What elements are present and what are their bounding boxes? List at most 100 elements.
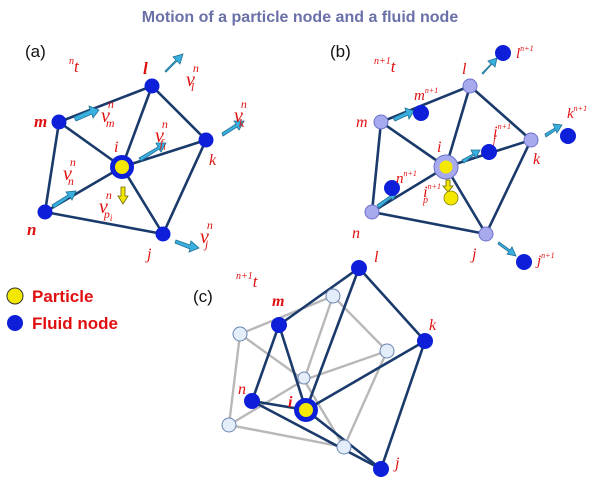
panel-b: (b) n+1t <box>330 42 587 270</box>
label-b-k: k <box>533 151 541 168</box>
fluid-node-b-n <box>364 204 380 220</box>
legend-fluid-node-label: Fluid node <box>32 314 118 333</box>
old-node-n <box>221 417 237 433</box>
fluid-node-b-m-new <box>413 105 429 121</box>
label-b-j-new: jn+1 <box>535 251 555 269</box>
old-node-l <box>325 288 341 304</box>
fluid-node-k <box>198 132 214 148</box>
yellow-circle-icon <box>6 287 24 305</box>
label-b-l-new: ln+1 <box>516 44 534 62</box>
velocity-arrow-l <box>164 53 184 73</box>
fluid-node-b-j <box>478 226 494 242</box>
edge-i-m <box>58 120 123 169</box>
edge-i-j <box>120 166 165 235</box>
old-edge-i-l <box>302 295 335 381</box>
fluid-node-b-j-new <box>516 254 532 270</box>
label-c-i: i <box>288 394 293 411</box>
velocity-arrow-b-k <box>544 123 563 138</box>
fluid-node-c-n <box>244 393 260 409</box>
new-outer-edges <box>250 266 427 471</box>
fluid-node-n <box>37 204 53 220</box>
diagram-title: Motion of a particle node and a fluid no… <box>142 9 459 26</box>
fluid-node-m <box>51 114 67 130</box>
label-n: n <box>27 220 36 239</box>
fluid-node-c-j <box>373 461 389 477</box>
panel-b-velocity-arrows <box>376 57 563 257</box>
label-c-n: n <box>238 381 246 398</box>
fluid-node-l <box>144 78 160 94</box>
label-c-l: l <box>374 249 379 266</box>
old-outer-edges <box>227 294 389 449</box>
velocity-arrow-b-particle <box>442 179 454 193</box>
velocity-arrow-m <box>73 105 100 122</box>
new-edge-i-j <box>305 408 382 471</box>
fluid-node-c-k <box>417 333 433 349</box>
panel-a-velocity-arrows <box>51 53 245 253</box>
label-k: k <box>209 152 217 169</box>
velocity-arrow-j <box>174 239 200 253</box>
edge-b-i-m <box>380 120 447 169</box>
new-edge-i-k <box>305 339 426 412</box>
panel-a-outer-edges <box>43 84 208 236</box>
label-b-k-new: kn+1 <box>567 104 587 122</box>
velocity-arrow-n <box>51 190 77 209</box>
panel-a-mesh <box>43 84 208 236</box>
label-b-m: m <box>356 114 368 131</box>
label-b-n-new: nn+1 <box>396 169 417 187</box>
panel-c-time: n+1t <box>236 271 259 291</box>
old-node-m <box>232 326 248 342</box>
fluid-node-b-l-new <box>495 45 511 61</box>
velocity-arrow-b-m <box>392 107 415 122</box>
label-c-k: k <box>429 317 437 334</box>
label-c-m: m <box>272 293 284 310</box>
panel-c-old-mesh <box>227 294 389 449</box>
fluid-node-b-k <box>523 132 539 148</box>
panel-a-label: (a) <box>25 42 46 61</box>
blue-circle-icon <box>7 315 23 331</box>
old-node-i <box>297 371 311 385</box>
velocity-arrow-particle <box>117 186 129 205</box>
legend-particle-label: Particle <box>32 287 93 306</box>
particle-c-i <box>299 403 313 417</box>
edge-i-k <box>121 138 207 169</box>
old-node-j <box>336 439 352 455</box>
label-b-j: j <box>470 246 477 263</box>
fluid-node-b-l <box>462 78 478 94</box>
label-c-j: j <box>393 455 400 472</box>
label-i: i <box>114 139 118 156</box>
fluid-node-b-k-new <box>560 128 576 144</box>
edge-b-i-j <box>444 166 488 235</box>
label-l: l <box>143 59 148 78</box>
particle-b-new <box>443 190 459 206</box>
fluid-node-b-n-new <box>384 180 400 196</box>
panel-c: (c) n+1t <box>193 249 437 477</box>
fluid-node-j <box>155 226 171 242</box>
velocity-arrow-b-fi <box>461 149 481 164</box>
edge-i-l <box>120 85 154 168</box>
legend: Particle Fluid node <box>6 287 118 333</box>
panel-c-label: (c) <box>193 287 213 306</box>
new-edge-i-l <box>304 267 361 411</box>
old-node-k <box>379 343 395 359</box>
velocity-arrow-b-j <box>497 241 517 257</box>
velocity-arrow-fi <box>138 142 167 162</box>
particle-b-i <box>439 160 453 174</box>
particle-i <box>115 160 129 174</box>
label-b-i: i <box>437 139 441 156</box>
panel-b-time: n+1t <box>374 56 397 76</box>
edge-b-i-n <box>371 165 447 214</box>
panel-a-time: nt <box>69 56 80 76</box>
fluid-node-b-fi-new <box>481 144 497 160</box>
label-j: j <box>145 246 152 263</box>
label-b-n: n <box>352 225 360 242</box>
edge-b-i-l <box>444 85 472 168</box>
